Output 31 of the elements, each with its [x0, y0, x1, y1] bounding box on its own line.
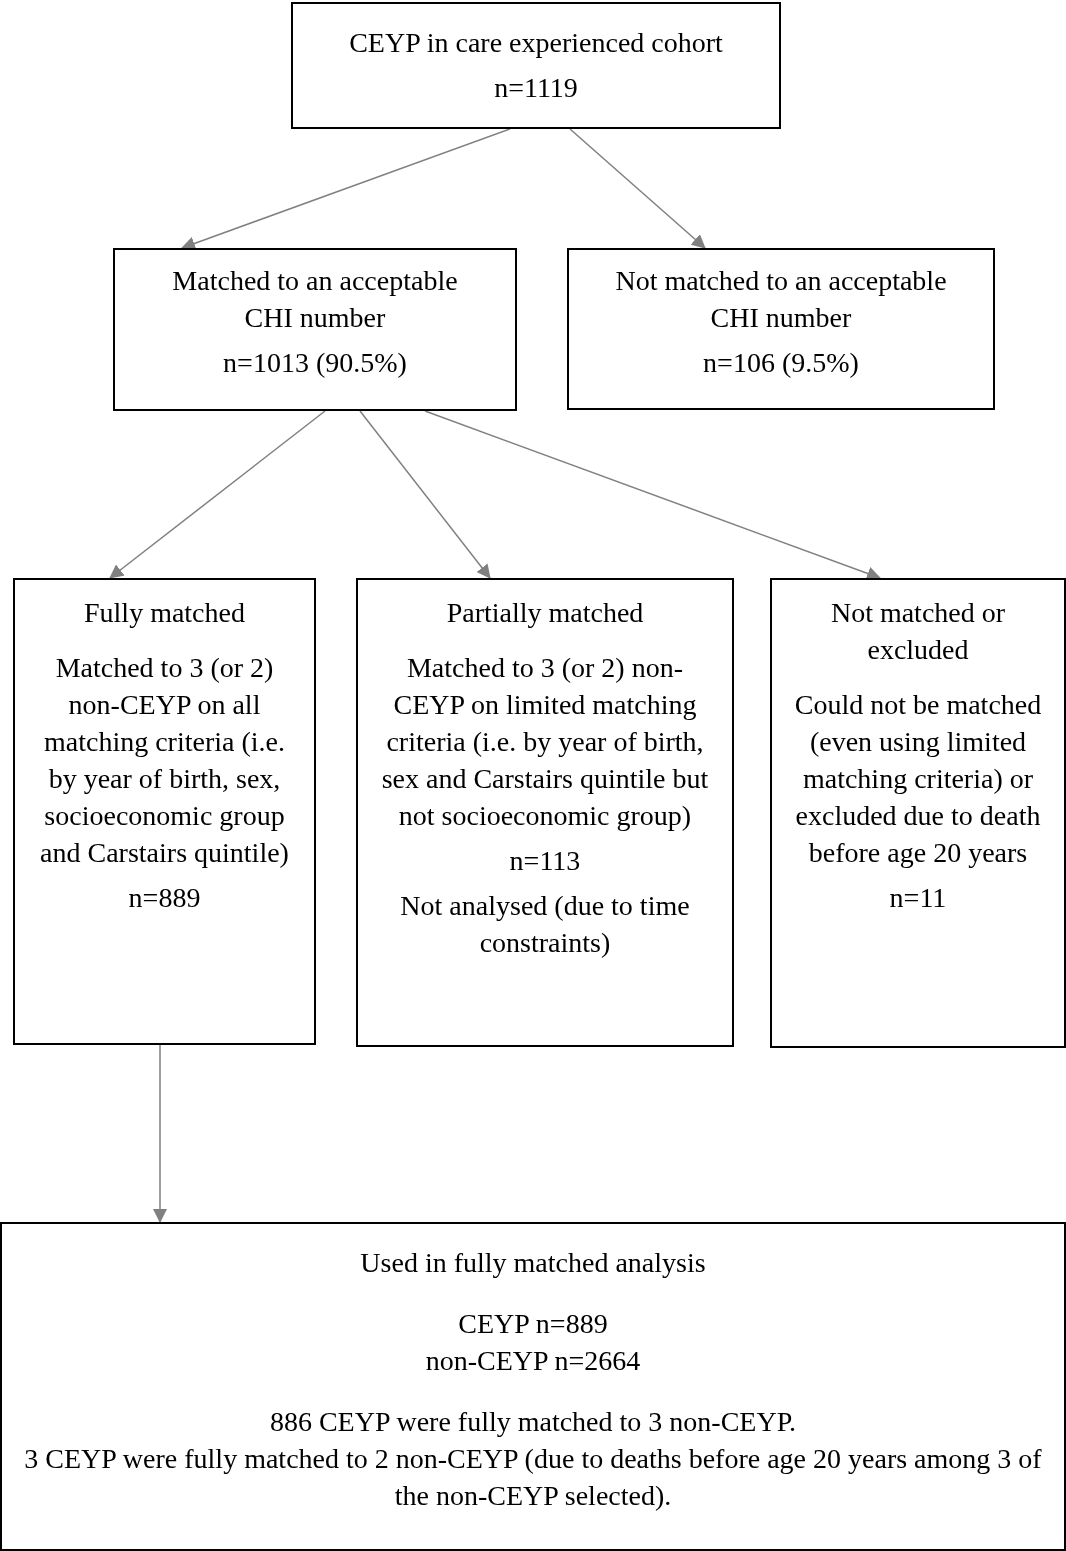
- box-text: Not analysed (due to time constraints): [399, 889, 691, 960]
- box-heading: Used in fully matched analysis: [360, 1246, 706, 1280]
- box-text: Matched to 3 (or 2) non-CEYP on limited matching criteria (i.e. by year of birth, sex and Carstairs quintile but not socioeconomic group): [380, 651, 710, 833]
- process-box: [0, 1222, 1066, 1551]
- process-box: [356, 578, 734, 1047]
- box-text: CEYP n=889: [458, 1307, 608, 1341]
- arrow: [424, 410, 881, 581]
- arrow: [153, 1044, 167, 1223]
- process-box: [291, 2, 781, 129]
- process-box: [770, 578, 1066, 1048]
- arrow: [359, 410, 491, 579]
- box-text: 3 CEYP were fully matched to 2 non-CEYP (due to deaths before age 20 years among 3 of the non-CEYP selected).: [23, 1442, 1043, 1513]
- box-text: n=889: [128, 881, 201, 915]
- box-text: n=113: [509, 844, 581, 878]
- box-heading: Fully matched: [84, 596, 245, 630]
- process-box: [567, 248, 995, 410]
- box-heading: CEYP in care experienced cohort: [349, 26, 723, 60]
- box-heading: Not matched or excluded: [829, 596, 1007, 667]
- arrow: [181, 128, 511, 251]
- process-box: [13, 578, 316, 1045]
- process-box: [113, 248, 517, 411]
- arrow: [569, 128, 706, 249]
- box-text: n=106 (9.5%): [703, 346, 859, 380]
- box-text: n=1013 (90.5%): [223, 346, 407, 380]
- box-text: 886 CEYP were fully matched to 3 non-CEYP.: [269, 1405, 797, 1439]
- box-text: Matched to 3 (or 2) non-CEYP on all matching criteria (i.e. by year of birth, sex, socioeconomic group and Carstairs quintile): [39, 651, 290, 870]
- box-text: n=1119: [494, 71, 578, 105]
- box-text: non-CEYP n=2664: [425, 1344, 641, 1378]
- box-text: n=11: [889, 881, 947, 915]
- box-heading: Partially matched: [446, 596, 644, 630]
- arrow: [109, 410, 326, 579]
